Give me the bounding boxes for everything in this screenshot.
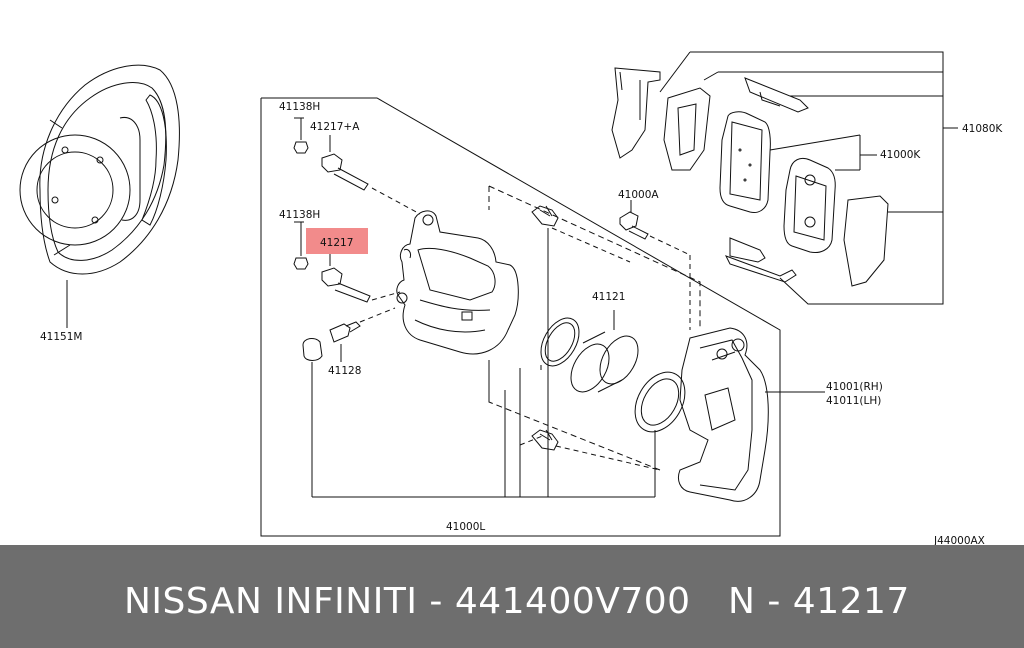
pad-kit-box — [690, 51, 944, 305]
label-41128: 41128 — [328, 365, 361, 377]
label-41080k: 41080K — [962, 123, 1003, 135]
bleeder-41128 — [302, 307, 655, 498]
part-highlight — [306, 228, 368, 254]
label-41217a: 41217+A — [310, 121, 360, 133]
pad-clip-2 — [724, 237, 797, 283]
caliper-group-box — [260, 97, 781, 537]
bolt-41138h-top — [293, 118, 309, 154]
footer-banner: NISSAN INFINITI - 441400V700 N - 41217 — [0, 545, 1024, 648]
dust-boot — [634, 371, 686, 497]
shim-1 — [611, 51, 691, 159]
dashed-outline — [488, 185, 701, 471]
bolt-41217 — [321, 253, 401, 303]
label-41000l: 41000L — [446, 521, 485, 533]
caliper-bracket — [677, 327, 825, 502]
pad-clip — [744, 77, 943, 113]
backing-plate — [19, 64, 180, 328]
caliper-body — [396, 210, 519, 355]
bolt-41000a — [619, 200, 691, 330]
footer-part-number: N - 41217 — [728, 581, 910, 622]
shim-3 — [843, 195, 943, 287]
bolt-41217a — [321, 135, 421, 215]
label-41121: 41121 — [592, 291, 625, 303]
diagram-code: J44000AX — [933, 535, 985, 545]
label-41011lh: 41011(LH) — [826, 395, 881, 407]
label-41001rh: 41001(RH) — [826, 381, 883, 393]
shim-2 — [663, 71, 943, 171]
label-41138h-top: 41138H — [279, 101, 320, 113]
bolt-41138h-mid — [293, 222, 309, 270]
parts-diagram: 41138H 41217+A 41138H 41217 41128 41000A… — [19, 51, 1003, 545]
brake-pad-1 — [719, 111, 861, 213]
boot-upper — [531, 205, 631, 497]
piston-seal — [519, 317, 580, 497]
brake-pad-2 — [783, 135, 877, 253]
boot-lower — [519, 429, 661, 471]
label-41000a: 41000A — [618, 189, 659, 201]
label-41138h-mid: 41138H — [279, 209, 320, 221]
label-41217: 41217 — [320, 237, 353, 249]
label-41151m: 41151M — [40, 331, 82, 343]
footer-brand-text: NISSAN INFINITI - 441400V700 — [124, 581, 691, 622]
piston-41121 — [504, 310, 639, 497]
label-41000k: 41000K — [880, 149, 921, 161]
